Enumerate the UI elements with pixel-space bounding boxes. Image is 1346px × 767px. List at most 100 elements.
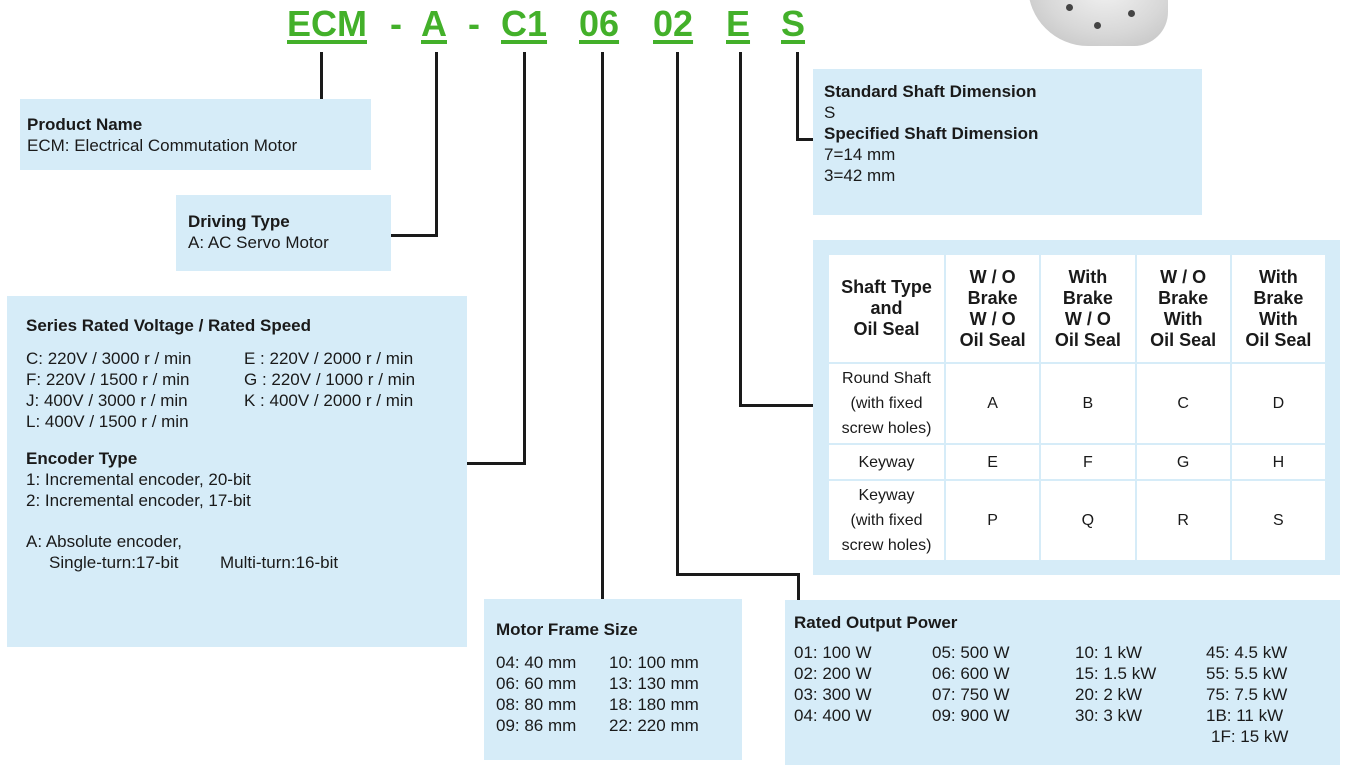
table-header-cell: W / O Brake With Oil Seal — [1134, 253, 1232, 364]
output-power-value: 15: 1.5 kW — [1075, 664, 1157, 683]
header-line: Oil Seal — [853, 319, 920, 339]
series-title: Series Rated Voltage / Rated Speed — [26, 316, 311, 335]
output-power-value: 30: 3 kW — [1075, 706, 1143, 725]
connector-line — [601, 52, 604, 599]
code-separator: - — [390, 3, 402, 44]
table-cell: P — [943, 479, 1042, 562]
connector-line — [797, 573, 800, 600]
series-value: F: 220V / 1500 r / min — [26, 370, 190, 389]
table-row: Keyway (with fixed screw holes) P Q R S — [827, 479, 1328, 562]
table-header-cell: Shaft Type and Oil Seal — [827, 253, 946, 364]
series-row: L: 400V / 1500 r / min — [26, 411, 467, 432]
table-cell: Keyway — [827, 443, 946, 481]
series-value: G : 220V / 1000 r / min — [244, 370, 416, 389]
output-power-value: 02: 200 W — [794, 664, 872, 683]
header-line: Oil Seal — [1150, 329, 1217, 350]
header-line: W / O — [1160, 266, 1207, 287]
output-power-row: 01: 100 W 05: 500 W 10: 1 kW 45: 4.5 kW — [794, 642, 1340, 663]
encoder-title: Encoder Type — [26, 449, 138, 468]
driving-type-box: Driving Type A: AC Servo Motor — [176, 195, 391, 271]
table-row: Round Shaft (with fixed screw holes) A B… — [827, 362, 1328, 445]
connector-line — [523, 52, 526, 465]
code-part-series: C1 — [501, 3, 548, 44]
output-power-value: 55: 5.5 kW — [1206, 664, 1288, 683]
output-power-row: 1F: 15 kW — [794, 726, 1340, 747]
table-row: Keyway E F G H — [827, 443, 1328, 481]
frame-size-value: 04: 40 mm — [496, 653, 577, 672]
encoder-value: 1: Incremental encoder, 20-bit — [26, 470, 251, 489]
table-cell: C — [1134, 362, 1232, 445]
code-separator: - — [468, 3, 480, 44]
header-line: W / O — [969, 266, 1016, 287]
frame-size-value: 10: 100 mm — [609, 653, 699, 672]
driving-type-value: A: AC Servo Motor — [188, 233, 329, 252]
header-line: Brake — [967, 287, 1018, 308]
specified-shaft-value: 3=42 mm — [824, 166, 896, 185]
series-value: K : 400V / 2000 r / min — [244, 391, 414, 410]
output-power-value: 01: 100 W — [794, 643, 872, 662]
connector-line — [739, 404, 813, 407]
header-line: Brake — [1062, 287, 1113, 308]
connector-line — [676, 52, 679, 576]
shaft-type-line: screw holes) — [841, 537, 932, 554]
header-line: Oil Seal — [1054, 329, 1121, 350]
connector-line — [796, 52, 799, 141]
product-name-title: Product Name — [27, 115, 143, 134]
connector-line — [739, 52, 742, 407]
header-line: With — [1068, 266, 1108, 287]
header-line: and — [870, 298, 903, 318]
table-cell: F — [1039, 443, 1137, 481]
table-cell: R — [1134, 479, 1232, 562]
header-line: Shaft Type — [841, 277, 932, 297]
header-line: With — [1258, 308, 1298, 329]
specified-shaft-title: Specified Shaft Dimension — [824, 124, 1039, 143]
header-line: W / O — [969, 308, 1016, 329]
output-power-value: 03: 300 W — [794, 685, 872, 704]
table-cell: H — [1229, 443, 1328, 481]
frame-size-value: 18: 180 mm — [609, 695, 699, 714]
output-power-value: 10: 1 kW — [1075, 643, 1143, 662]
output-power-value: 20: 2 kW — [1075, 685, 1143, 704]
output-power-value: 45: 4.5 kW — [1206, 643, 1288, 662]
output-power-value: 05: 500 W — [932, 643, 1010, 662]
shaft-type-line: (with fixed — [850, 395, 923, 412]
header-line: Brake — [1253, 287, 1304, 308]
servo-motor-icon — [1028, 0, 1168, 46]
product-name-box: Product Name ECM: Electrical Commutation… — [20, 99, 371, 170]
series-value: C: 220V / 3000 r / min — [26, 349, 192, 368]
connector-line — [435, 52, 438, 236]
shaft-dimension-box: Standard Shaft Dimension S Specified Sha… — [813, 69, 1202, 215]
header-line: Oil Seal — [1245, 329, 1312, 350]
series-value: L: 400V / 1500 r / min — [26, 412, 189, 431]
code-part-shaft-dimension: S — [781, 3, 806, 44]
connector-line — [796, 138, 813, 141]
encoder-value: 2: Incremental encoder, 17-bit — [26, 491, 251, 510]
table-header-row: Shaft Type and Oil Seal W / O Brake W / … — [827, 253, 1328, 364]
table-header-cell: With Brake W / O Oil Seal — [1039, 253, 1137, 364]
shaft-type-table: Shaft Type and Oil Seal W / O Brake W / … — [827, 253, 1328, 562]
code-part-product: ECM — [287, 3, 367, 44]
header-line: W / O — [1064, 308, 1111, 329]
connector-line — [391, 234, 438, 237]
table-cell: B — [1039, 362, 1137, 445]
table-cell: A — [943, 362, 1042, 445]
output-power-value: 09: 900 W — [932, 706, 1010, 725]
driving-type-title: Driving Type — [188, 212, 290, 231]
code-part-frame-size: 06 — [579, 3, 620, 44]
specified-shaft-value: 7=14 mm — [824, 145, 896, 164]
product-name-value: ECM: Electrical Commutation Motor — [27, 136, 298, 155]
output-power-value: 1F: 15 kW — [1211, 727, 1289, 746]
shaft-type-line: Keyway — [858, 453, 915, 471]
table-header-cell: W / O Brake W / O Oil Seal — [943, 253, 1042, 364]
frame-size-value: 06: 60 mm — [496, 674, 577, 693]
output-power-value: 1B: 11 kW — [1206, 706, 1284, 725]
